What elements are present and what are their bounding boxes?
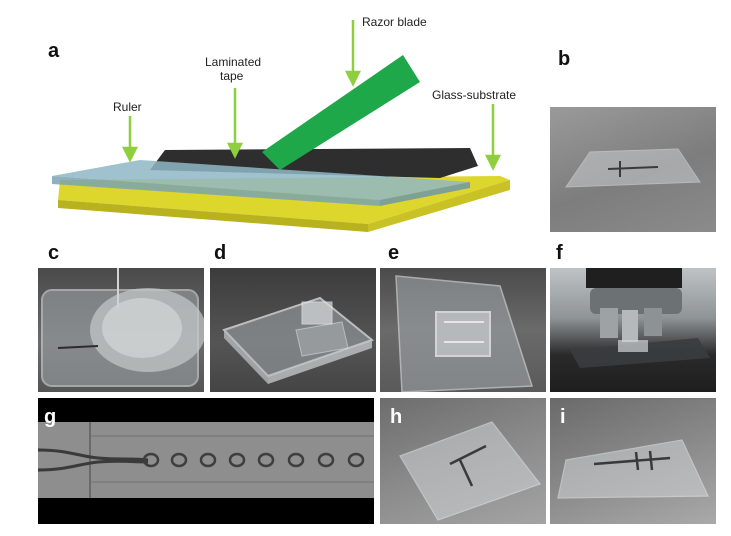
schematic-diagram bbox=[52, 20, 510, 232]
panel-label-g: g bbox=[44, 406, 57, 428]
ruler-side bbox=[380, 182, 470, 206]
glass-slide bbox=[399, 421, 541, 521]
panel-label-b: b bbox=[558, 48, 571, 70]
panel-label-d: d bbox=[214, 242, 227, 264]
photo-b-glass-slide bbox=[550, 107, 716, 232]
panel-label-e: e bbox=[388, 242, 400, 264]
photo-f-microscope bbox=[550, 268, 716, 392]
photo-d-mold-dish bbox=[210, 268, 376, 392]
glass-slide bbox=[557, 439, 709, 499]
panel-label-h: h bbox=[390, 406, 403, 428]
label-ruler: Ruler bbox=[113, 100, 142, 114]
photo-h-t-channel-chip bbox=[380, 398, 546, 524]
razor-blade bbox=[262, 55, 420, 170]
photo-g-droplet-generation bbox=[38, 398, 374, 524]
panel-label-c: c bbox=[48, 242, 60, 264]
ruler-front bbox=[52, 176, 380, 206]
photo-e-cured-chip bbox=[380, 268, 546, 392]
label-glass-substrate: Glass-substrate bbox=[432, 88, 517, 102]
photo-i-cross-channel-chip bbox=[550, 398, 716, 524]
photo-c-pdms-pour bbox=[38, 268, 204, 392]
panel-label-f: f bbox=[556, 242, 563, 264]
label-laminated: Laminated bbox=[205, 55, 262, 69]
ruler-top bbox=[52, 160, 470, 200]
panel-label-i: i bbox=[560, 406, 566, 428]
label-tape: tape bbox=[220, 69, 244, 83]
panel-label-a: a bbox=[48, 40, 60, 62]
label-razor-blade: Razor blade bbox=[362, 15, 427, 29]
glass-substrate-side bbox=[368, 180, 510, 232]
glass-substrate-front bbox=[58, 200, 368, 232]
